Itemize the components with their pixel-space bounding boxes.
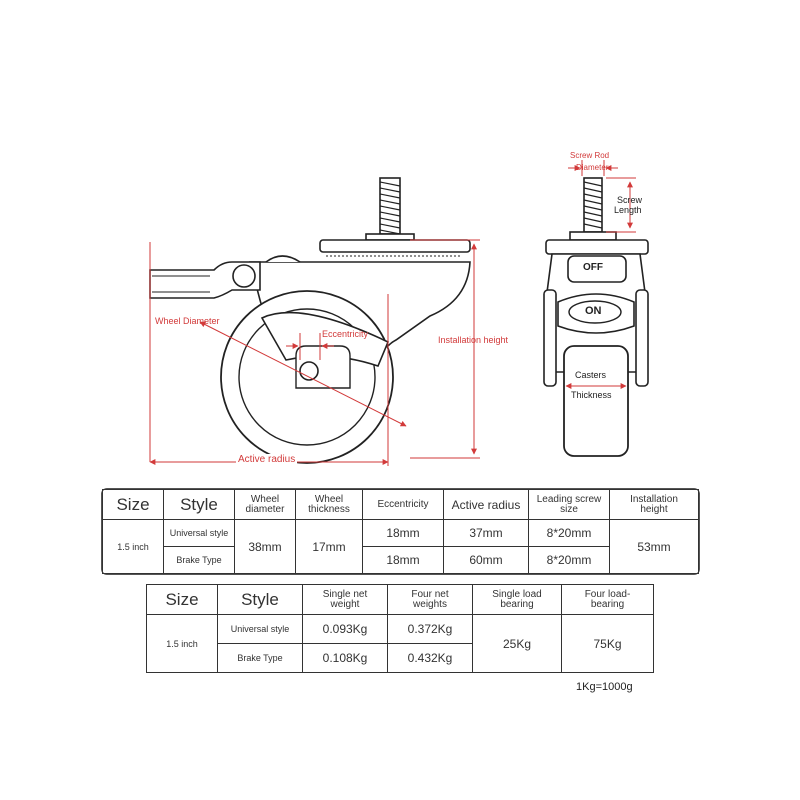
t1-wheel-diameter-value: 38mm bbox=[234, 519, 296, 574]
active-radius-label: Active radius bbox=[236, 454, 298, 465]
t1-style-universal: Universal style bbox=[163, 519, 235, 547]
t2-header-style: Style bbox=[217, 584, 303, 615]
casters-thickness-label-2: Thickness bbox=[571, 390, 612, 400]
t1-header-active-radius: Active radius bbox=[443, 489, 529, 520]
t2-single-load-value: 25Kg bbox=[472, 614, 562, 673]
t2-four-net-row2: 0.432Kg bbox=[387, 643, 473, 673]
t1-screw-row1: 8*20mm bbox=[528, 519, 610, 547]
wheel-diameter-label: Wheel Diameter bbox=[155, 316, 220, 326]
t1-header-eccentricity: Eccentricity bbox=[362, 489, 444, 520]
t1-style-brake: Brake Type bbox=[163, 546, 235, 574]
t2-single-net-row2: 0.108Kg bbox=[302, 643, 388, 673]
front-screw-thread bbox=[583, 177, 603, 233]
t2-four-net-row1: 0.372Kg bbox=[387, 614, 473, 644]
caster-diagram bbox=[149, 160, 649, 466]
t1-eccentricity-row1: 18mm bbox=[362, 519, 444, 547]
t1-header-style: Style bbox=[163, 489, 235, 520]
screw-length-label-2: Length bbox=[614, 205, 642, 215]
t1-active-radius-row2: 60mm bbox=[443, 546, 529, 574]
t1-active-radius-row1: 37mm bbox=[443, 519, 529, 547]
t1-header-size: Size bbox=[102, 489, 164, 520]
side-dimensions bbox=[149, 239, 480, 466]
t1-wheel-thickness-value: 17mm bbox=[295, 519, 363, 574]
front-dimensions bbox=[565, 160, 636, 389]
t2-style-brake: Brake Type bbox=[217, 643, 303, 673]
casters-thickness-label: Casters bbox=[575, 370, 607, 380]
side-screw-thread bbox=[379, 177, 401, 235]
t2-header-four-load: Four load-bearing bbox=[561, 584, 654, 615]
unit-note: 1Kg=1000g bbox=[576, 681, 633, 693]
t2-header-size: Size bbox=[146, 584, 218, 615]
t2-four-load-value: 75Kg bbox=[561, 614, 654, 673]
screw-rod-diameter-label-2: Diameter bbox=[576, 163, 609, 172]
off-badge: OFF bbox=[583, 262, 603, 273]
t2-size-value: 1.5 inch bbox=[146, 614, 218, 673]
t1-screw-row2: 8*20mm bbox=[528, 546, 610, 574]
t1-installation-height-value: 53mm bbox=[609, 519, 699, 574]
front-view-caster bbox=[543, 177, 649, 457]
t1-eccentricity-row2: 18mm bbox=[362, 546, 444, 574]
on-badge: ON bbox=[585, 305, 602, 317]
installation-height-label: Installation height bbox=[438, 335, 509, 345]
t1-size-value: 1.5 inch bbox=[102, 519, 164, 574]
screw-rod-diameter-label: Screw Rod bbox=[570, 151, 610, 160]
t2-style-universal: Universal style bbox=[217, 614, 303, 644]
screw-length-label: Screw bbox=[617, 195, 643, 205]
eccentricity-label: Eccentricity bbox=[322, 329, 369, 339]
t2-single-net-row1: 0.093Kg bbox=[302, 614, 388, 644]
